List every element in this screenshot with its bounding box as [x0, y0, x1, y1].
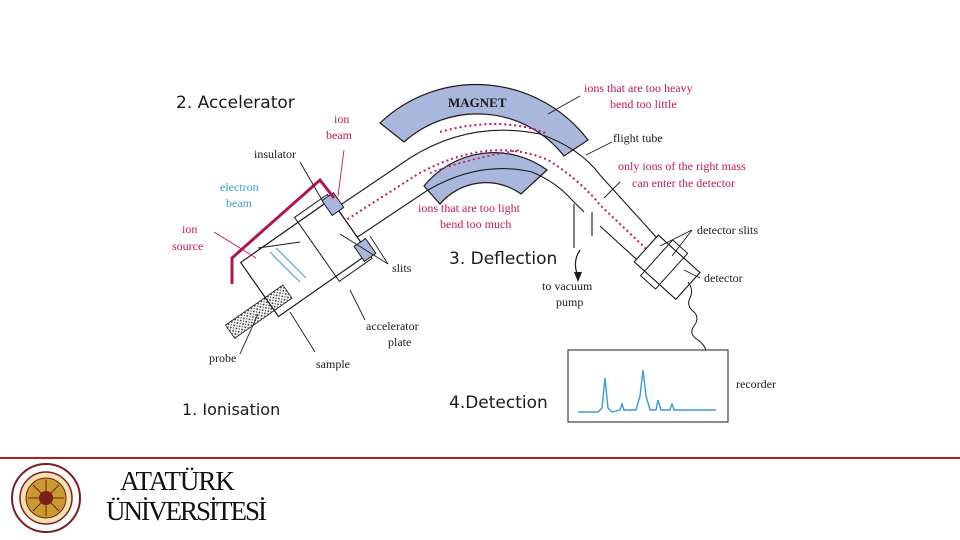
- stage-ionisation: 1. Ionisation: [182, 400, 280, 419]
- ion-path: [317, 149, 661, 263]
- recorder-box: [567, 349, 729, 423]
- magnet-inner: [423, 152, 548, 205]
- recorder-trace: [578, 369, 716, 413]
- probe-label: probe: [209, 351, 236, 365]
- electron-beam-label-2: beam: [226, 196, 253, 210]
- seal-icon: [11, 463, 81, 533]
- flight-tube: [329, 129, 667, 269]
- too-heavy-label-2: bend too little: [610, 97, 677, 111]
- university-wordmark: ATATÜRK ÜNİVERSİTESİ: [106, 466, 267, 530]
- ion-source-label-1: ion: [182, 222, 197, 236]
- leader-lines: [239, 95, 701, 355]
- too-light-label-2: bend too much: [440, 217, 511, 231]
- sample-label: sample: [316, 357, 350, 371]
- recorder-label: recorder: [736, 377, 776, 391]
- wordmark-line-1: ATATÜRK: [120, 466, 235, 496]
- slits-label: slits: [392, 261, 412, 275]
- stage-deflection: 3. Deflection: [449, 249, 557, 269]
- accelerator-plate-label-1: accelerator: [366, 319, 419, 333]
- footer-rule: [0, 457, 960, 459]
- recorder-wire: [687, 281, 707, 353]
- flight-tube-label: flight tube: [613, 131, 663, 145]
- vacuum-outlet: [573, 204, 593, 248]
- electron-beam-label-1: electron: [220, 180, 259, 194]
- vacuum-pump-label-1: to vacuum: [542, 279, 593, 293]
- stage-accelerator: 2. Accelerator: [176, 93, 295, 113]
- detector-slits-label: detector slits: [697, 223, 758, 237]
- electron-beam: [269, 247, 307, 283]
- stage-detection: 4.Detection: [449, 393, 548, 413]
- ion-beam-label-2: beam: [326, 128, 353, 142]
- magnet-label: MAGNET: [448, 95, 507, 110]
- vacuum-pump-label-2: pump: [556, 295, 583, 309]
- detector-label: detector: [704, 271, 743, 285]
- ion-source-label-2: source: [172, 239, 203, 253]
- too-light-label-1: ions that are too light: [418, 201, 521, 215]
- too-heavy-label-1: ions that are too heavy: [584, 81, 693, 95]
- magnet-outer: [379, 83, 589, 157]
- right-mass-label-2: can enter the detector: [632, 176, 735, 190]
- right-mass-label-1: only ions of the right mass: [618, 159, 746, 173]
- probe: [224, 284, 293, 339]
- detector-housing: [633, 234, 701, 301]
- ion-beam-label-1: ion: [334, 112, 349, 126]
- accelerator-plate-label-2: plate: [388, 335, 411, 349]
- ion-source-frame: [230, 177, 336, 284]
- insulator-label: insulator: [254, 147, 296, 161]
- ion-label-leaders: [213, 149, 345, 259]
- university-seal: [10, 462, 82, 534]
- wordmark-line-2: ÜNİVERSİTESİ: [106, 496, 267, 526]
- vacuum-arrowhead: [574, 272, 582, 282]
